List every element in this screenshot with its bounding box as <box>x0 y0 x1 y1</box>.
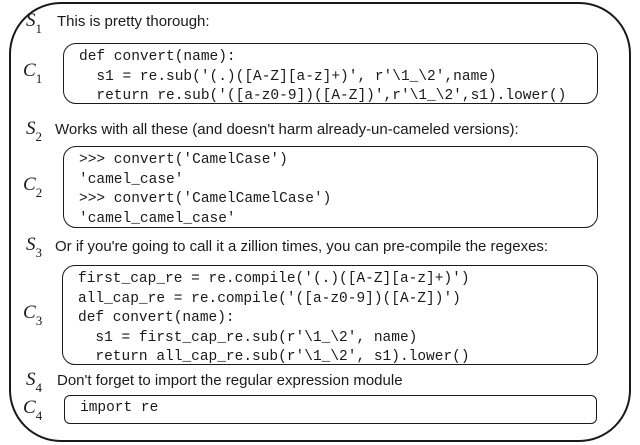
segment-label-s1: S1 <box>26 10 42 35</box>
code-line: s1 = re.sub('(.)([A-Z][a-z]+)', r'\1_\2'… <box>79 68 497 85</box>
code-line: def convert(name): <box>79 49 236 65</box>
code-line: return re.sub('([a-z0-9])([A-Z])',r'\1_\… <box>79 88 567 104</box>
code-block-c1: def convert(name): s1 = re.sub('(.)([A-Z… <box>63 43 598 104</box>
segment-label-subscript: 3 <box>35 312 43 328</box>
segment-label-letter: S <box>26 118 36 139</box>
sentence-text-s4: Don't forget to import the regular expre… <box>57 372 403 389</box>
code-line: all_cap_re = re.compile('([a-z0-9])([A-Z… <box>78 290 461 307</box>
code-line: >>> convert('CamelCase') <box>79 152 288 168</box>
segment-label-letter: C <box>23 60 36 81</box>
segment-label-c2: C2 <box>23 174 42 199</box>
code-block-c3: first_cap_re = re.compile('(.)([A-Z][a-z… <box>62 265 598 365</box>
segment-label-subscript: 4 <box>35 407 43 423</box>
code-line: 'camel_camel_case' <box>79 210 236 227</box>
code-line: first_cap_re = re.compile('(.)([A-Z][a-z… <box>78 271 470 287</box>
code-line: return all_cap_re.sub(r'\1_\2', s1).lowe… <box>78 349 470 365</box>
code-line: def convert(name): <box>78 310 235 326</box>
code-block-c4: import re <box>64 395 597 424</box>
code-line: s1 = first_cap_re.sub(r'\1_\2', name) <box>78 329 418 346</box>
segment-label-c3: C3 <box>23 302 42 327</box>
sentence-text-s2: Works with all these (and doesn't harm a… <box>55 121 519 138</box>
sentence-text-s1: This is pretty thorough: <box>57 13 210 30</box>
segment-label-subscript: 2 <box>35 184 43 200</box>
segment-label-subscript: 3 <box>35 244 43 260</box>
segment-label-s4: S4 <box>26 369 42 394</box>
segment-label-subscript: 4 <box>35 379 43 395</box>
segment-label-s2: S2 <box>26 118 42 143</box>
segment-label-subscript: 1 <box>35 70 43 86</box>
segment-label-c4: C4 <box>23 397 42 422</box>
segment-label-letter: S <box>26 10 36 31</box>
code-line: import re <box>80 400 159 416</box>
segment-label-s3: S3 <box>26 234 42 259</box>
segment-label-letter: C <box>23 174 36 195</box>
code-line: >>> convert('CamelCamelCase') <box>79 191 332 207</box>
segment-label-subscript: 2 <box>35 128 43 144</box>
sentence-text-s3: Or if you're going to call it a zillion … <box>55 238 549 255</box>
segment-label-c1: C1 <box>23 60 42 85</box>
code-block-c2: >>> convert('CamelCase') 'camel_case' >>… <box>63 146 598 228</box>
code-line: 'camel_case' <box>79 171 184 188</box>
segment-label-subscript: 1 <box>35 20 43 36</box>
segment-label-letter: S <box>26 234 36 255</box>
segment-label-letter: S <box>26 369 36 390</box>
segment-label-letter: C <box>23 302 36 323</box>
segment-label-letter: C <box>23 397 36 418</box>
